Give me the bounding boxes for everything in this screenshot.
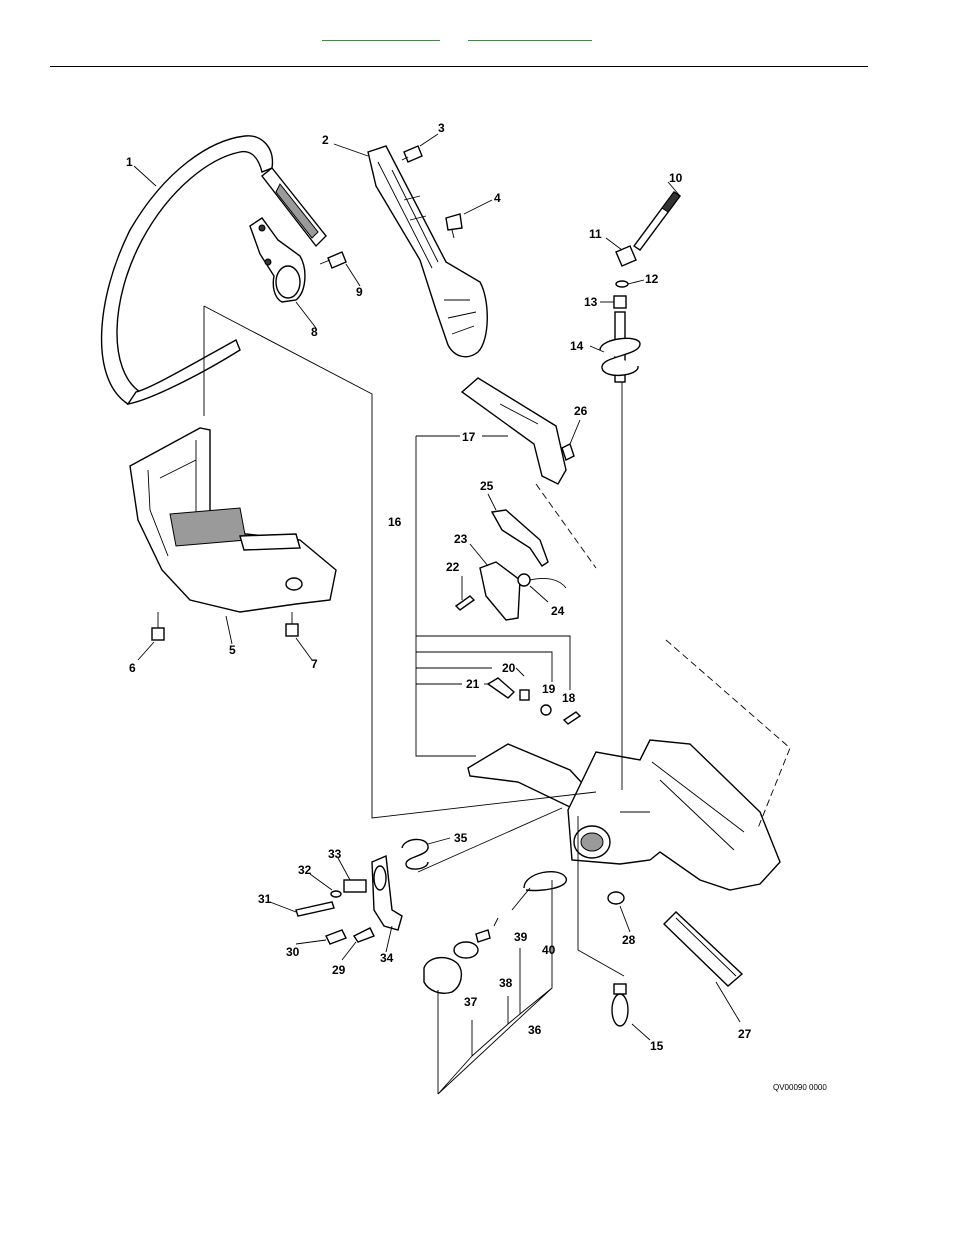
callout-6: 6: [129, 661, 136, 675]
header-link-2[interactable]: [468, 26, 592, 41]
callout-29: 29: [332, 963, 346, 977]
washer-12: [615, 280, 629, 288]
image-code: QV00090 0000: [773, 1083, 827, 1092]
header-rule: [50, 66, 868, 67]
screw-3: [401, 145, 423, 163]
callout-36: 36: [528, 1023, 542, 1037]
screw-4: [445, 213, 463, 239]
sleeve-33: [343, 879, 367, 893]
tank-housing: [567, 739, 781, 891]
callout-24: 24: [551, 604, 565, 618]
trigger-25: [490, 509, 549, 567]
callout-25: 25: [480, 479, 494, 493]
callout-11: 11: [589, 227, 602, 241]
callout-39: 39: [514, 930, 528, 944]
bottom-plate: [129, 427, 337, 613]
screw-30-29: [325, 927, 375, 945]
callout-8: 8: [311, 325, 318, 339]
callout-23: 23: [454, 532, 468, 546]
filter-cord-40: [511, 871, 567, 911]
callout-28: 28: [622, 933, 636, 947]
fuel-cap-36: [423, 917, 499, 994]
screw-6: [151, 612, 165, 641]
callout-19: 19: [542, 682, 556, 696]
callout-40: 40: [542, 943, 556, 957]
callout-10: 10: [669, 171, 683, 185]
callout-7: 7: [311, 657, 318, 671]
callout-35: 35: [454, 831, 468, 845]
leader-lines: [133, 133, 741, 1095]
callout-4: 4: [494, 191, 501, 205]
pin-22: [454, 595, 476, 611]
callout-32: 32: [298, 863, 312, 877]
header-link-1[interactable]: [322, 26, 440, 41]
callout-13: 13: [584, 295, 598, 309]
callout-26: 26: [574, 404, 588, 418]
handle-bracket: [249, 217, 306, 303]
callout-16: 16: [388, 515, 402, 529]
bolt-9: [319, 251, 347, 269]
spring-24: [517, 573, 567, 589]
callout-1: 1: [126, 155, 133, 169]
callout-9: 9: [356, 285, 363, 299]
callout-34: 34: [380, 951, 394, 965]
callout-20: 20: [502, 661, 516, 675]
callout-27: 27: [738, 1027, 752, 1041]
spring-35: [401, 838, 429, 870]
screw-26: [561, 443, 575, 461]
grommet-13: [613, 295, 627, 309]
callout-33: 33: [328, 847, 342, 861]
parts-21-20-19-18: [486, 677, 582, 725]
callout-31: 31: [258, 892, 272, 906]
callout-21: 21: [466, 677, 480, 691]
screw-31: [295, 901, 335, 917]
callout-12: 12: [645, 272, 659, 286]
trigger-23: [479, 561, 521, 621]
callout-18: 18: [562, 691, 576, 705]
handle-cover-17: [460, 377, 567, 485]
reference-lines: [203, 305, 791, 977]
grip-sleeve-27: [663, 911, 744, 987]
callout-37: 37: [464, 995, 478, 1009]
callout-30: 30: [286, 945, 300, 959]
bracket-34: [371, 854, 403, 931]
callout-22: 22: [446, 560, 460, 574]
front-handle-bar: [100, 135, 327, 405]
screw-7: [285, 612, 299, 637]
spring-14: [599, 311, 641, 383]
rear-handle: [367, 145, 488, 358]
callout-17: 17: [462, 430, 476, 444]
plug-28: [607, 891, 625, 905]
callout-2: 2: [322, 133, 329, 147]
rod-clip-11: [615, 245, 637, 267]
callout-3: 3: [438, 121, 445, 135]
throttle-rod: [632, 191, 682, 251]
callout-labels: 1 2 3 4 5 6 7 8 9 10 11 12 13 14 15 16 1…: [126, 121, 827, 1092]
callout-14: 14: [570, 339, 584, 353]
callout-38: 38: [499, 976, 513, 990]
fuel-filter-15: [611, 983, 629, 1027]
callout-15: 15: [650, 1039, 664, 1053]
callout-5: 5: [229, 643, 236, 657]
washer-32: [330, 890, 342, 898]
